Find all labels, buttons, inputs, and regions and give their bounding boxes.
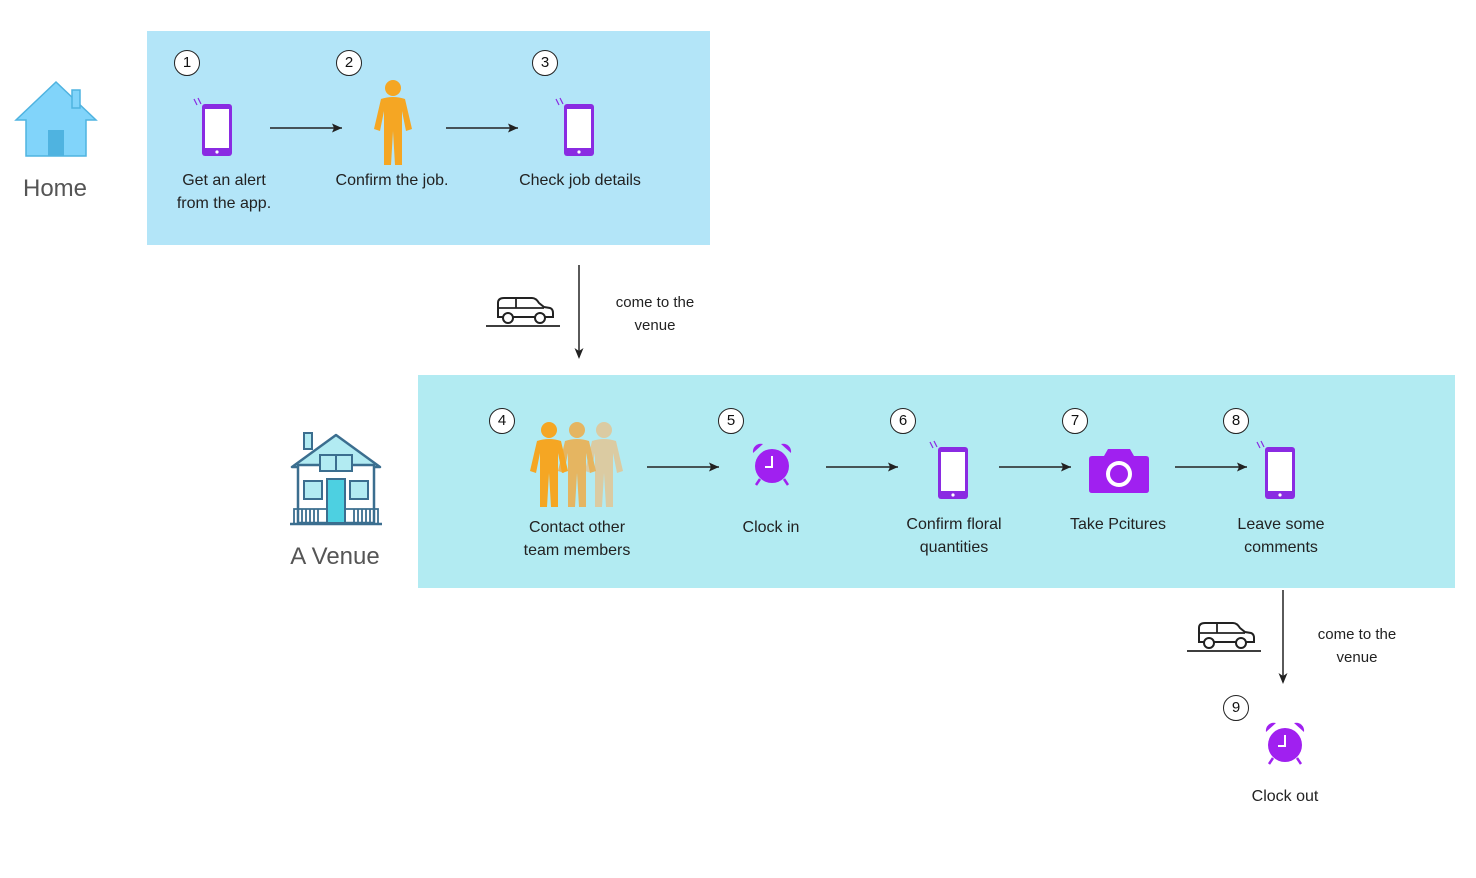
arrow-right	[446, 123, 518, 133]
venue-label: A Venue	[290, 543, 380, 570]
camera-icon	[1089, 449, 1149, 493]
phone-icon	[555, 97, 594, 156]
step-number-2: 2	[336, 50, 362, 76]
phone-icon	[929, 440, 968, 499]
arrow-right	[999, 462, 1071, 472]
step-number-8: 8	[1223, 408, 1249, 434]
person-icon	[374, 80, 412, 165]
car-icon	[486, 297, 560, 327]
step-number-1: 1	[174, 50, 200, 76]
car-icon	[1187, 622, 1261, 652]
home-house-icon	[14, 80, 98, 157]
step-label-2: Confirm the job.	[335, 172, 449, 189]
alarm-clock-icon	[752, 443, 792, 486]
step-label-7: Take Pcitures	[1069, 516, 1167, 533]
arrow-right	[270, 123, 342, 133]
step-label-5: Clock in	[742, 519, 800, 536]
arrow-down	[1278, 590, 1288, 684]
step-number-6: 6	[890, 408, 916, 434]
step-number-7: 7	[1062, 408, 1088, 434]
step-number-9: 9	[1223, 695, 1249, 721]
arrow-down	[574, 265, 584, 359]
arrow-right	[826, 462, 898, 472]
alarm-clock-icon	[1265, 722, 1305, 765]
home-panel	[147, 31, 710, 245]
step-number-3: 3	[532, 50, 558, 76]
step-number-5: 5	[718, 408, 744, 434]
home-label: Home	[22, 175, 88, 202]
arrow-right	[1175, 462, 1247, 472]
step-number-4: 4	[489, 408, 515, 434]
venue-building-icon	[290, 432, 382, 526]
arrow-right	[647, 462, 719, 472]
phone-icon	[1256, 440, 1295, 499]
step-label-3: Check job details	[519, 172, 641, 189]
step-label-9: Clock out	[1251, 788, 1319, 805]
group-icon	[530, 422, 623, 507]
phone-icon	[193, 97, 232, 156]
